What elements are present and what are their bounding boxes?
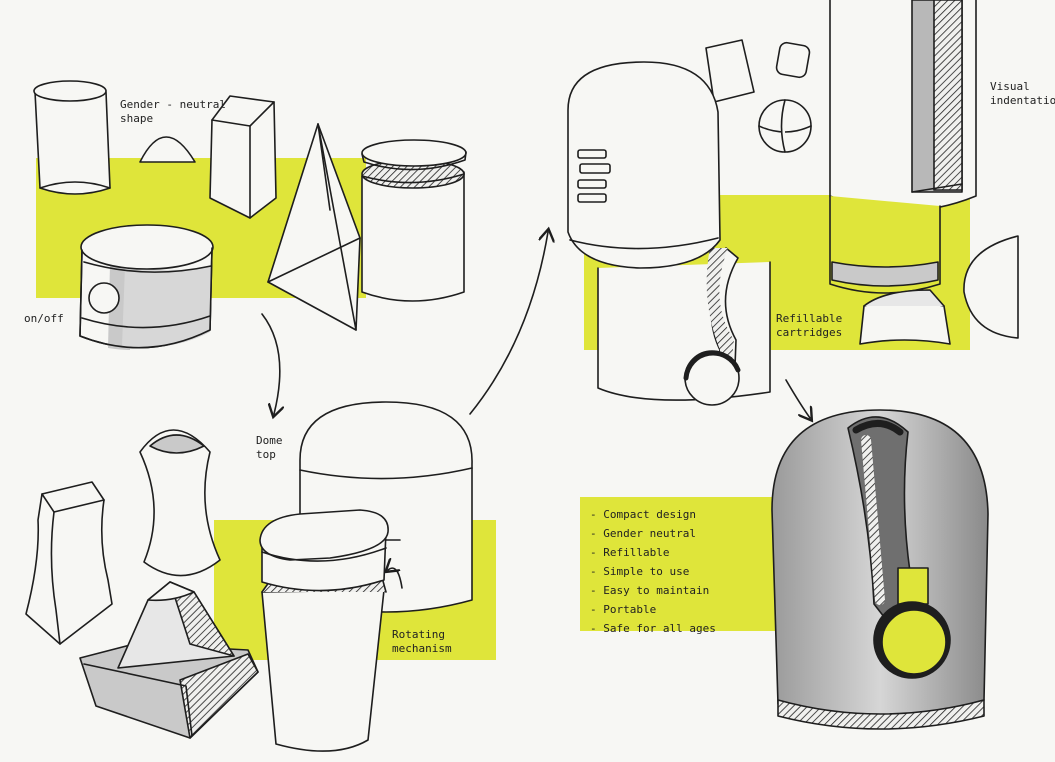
- power-button-icon: [88, 282, 120, 314]
- small-cube-shape: [705, 39, 755, 103]
- dome-cap-shape: [139, 136, 196, 163]
- annotation-visual-indentation: Visual indentation: [990, 80, 1055, 107]
- rectangular-prism-shape: [209, 95, 277, 219]
- pyramid-shape: [267, 123, 361, 331]
- feature-item: - Simple to use: [590, 565, 690, 578]
- annotation-refillable-cartridges: Refillable cartridges: [776, 312, 843, 339]
- tall-cylinder-shape: [33, 80, 111, 195]
- annotation-dome-top: Dome top: [256, 434, 283, 461]
- small-rounded-cube-shape: [775, 41, 811, 79]
- rotating-mechanism-dispenser: [259, 509, 401, 752]
- flow-arrow-3: [785, 379, 810, 418]
- feature-list: - Compact design - Gender neutral - Refi…: [590, 505, 716, 638]
- final-dome-dispenser: [771, 409, 989, 730]
- feature-item: - Gender neutral: [590, 527, 696, 540]
- highlight-panel-features: [580, 497, 776, 631]
- hourglass-bottle-shape: [139, 429, 221, 577]
- feature-item: - Easy to maintain: [590, 584, 710, 597]
- feature-item: - Refillable: [590, 546, 670, 559]
- sphere-shape: [758, 99, 812, 153]
- annotation-gender-neutral-shape: Gender - neutral shape: [120, 98, 226, 125]
- tall-column-with-indentation: [829, 0, 977, 212]
- feature-item: - Safe for all ages: [590, 622, 716, 635]
- cartridge-slot-icon: [897, 567, 929, 605]
- mechanism-pointer-arrow: [388, 568, 403, 589]
- annotation-on-off: on/off: [24, 312, 64, 325]
- tall-slab-shape: [25, 481, 113, 645]
- dome-dispenser-sketch: [567, 61, 771, 406]
- lidded-canister-shape: [361, 139, 467, 302]
- feature-item: - Portable: [590, 603, 657, 616]
- refill-cartridge-wedge: [859, 289, 951, 345]
- feature-item: - Compact design: [590, 508, 696, 521]
- flow-arrow-2: [469, 232, 548, 415]
- half-sphere-shape: [963, 235, 1019, 339]
- flow-arrow-1: [261, 313, 280, 414]
- striped-pyramid-block: [79, 581, 259, 739]
- annotation-rotating-mechanism: Rotating mechanism: [392, 628, 452, 655]
- stacked-base-cylinder: [829, 195, 941, 294]
- dispenser-prototype-onoff: [79, 224, 214, 350]
